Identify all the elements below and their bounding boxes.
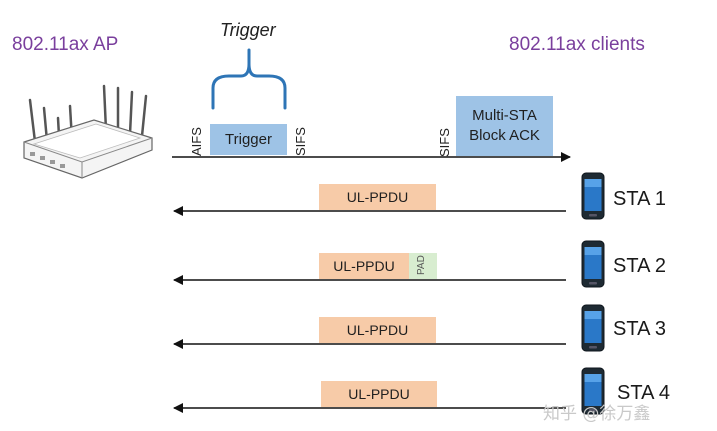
ul-ppdu-sta2: UL-PPDU — [319, 253, 409, 279]
ap-title: 802.11ax AP — [12, 34, 119, 55]
block-ack-box: Multi-STA Block ACK — [456, 96, 553, 156]
trigger-title: Trigger — [220, 20, 276, 40]
trigger-brace — [205, 46, 295, 115]
ul-ppdu-label: UL-PPDU — [348, 386, 410, 402]
trigger-frame-box: Trigger — [210, 124, 287, 155]
pad-label: PAD — [416, 255, 427, 275]
watermark: 知乎 @徐万鑫 — [543, 404, 651, 424]
sta-4-label: STA 4 — [617, 382, 670, 404]
ul-ppdu-label: UL-PPDU — [346, 189, 409, 205]
ul-ppdu-label: UL-PPDU — [333, 258, 395, 274]
phone-icon — [581, 240, 605, 288]
router-icon — [14, 80, 164, 195]
sta-1-label: STA 1 — [613, 188, 666, 210]
ul-ppdu-sta4: UL-PPDU — [321, 381, 437, 407]
block-ack-line2: Block ACK — [469, 127, 540, 144]
block-ack-line1: Multi-STA — [472, 107, 537, 124]
phone-icon — [581, 367, 605, 415]
phone-icon — [581, 172, 605, 220]
pad-box-sta2: PAD — [409, 253, 437, 279]
ul-ppdu-label: UL-PPDU — [346, 322, 409, 338]
phone-icon — [581, 304, 605, 352]
ul-ppdu-sta3: UL-PPDU — [319, 317, 436, 343]
sta-3-label: STA 3 — [613, 318, 666, 340]
clients-title: 802.11ax clients — [509, 34, 645, 55]
sta-2-label: STA 2 — [613, 255, 666, 277]
trigger-frame-label: Trigger — [225, 131, 272, 148]
ul-ppdu-sta1: UL-PPDU — [319, 184, 436, 210]
